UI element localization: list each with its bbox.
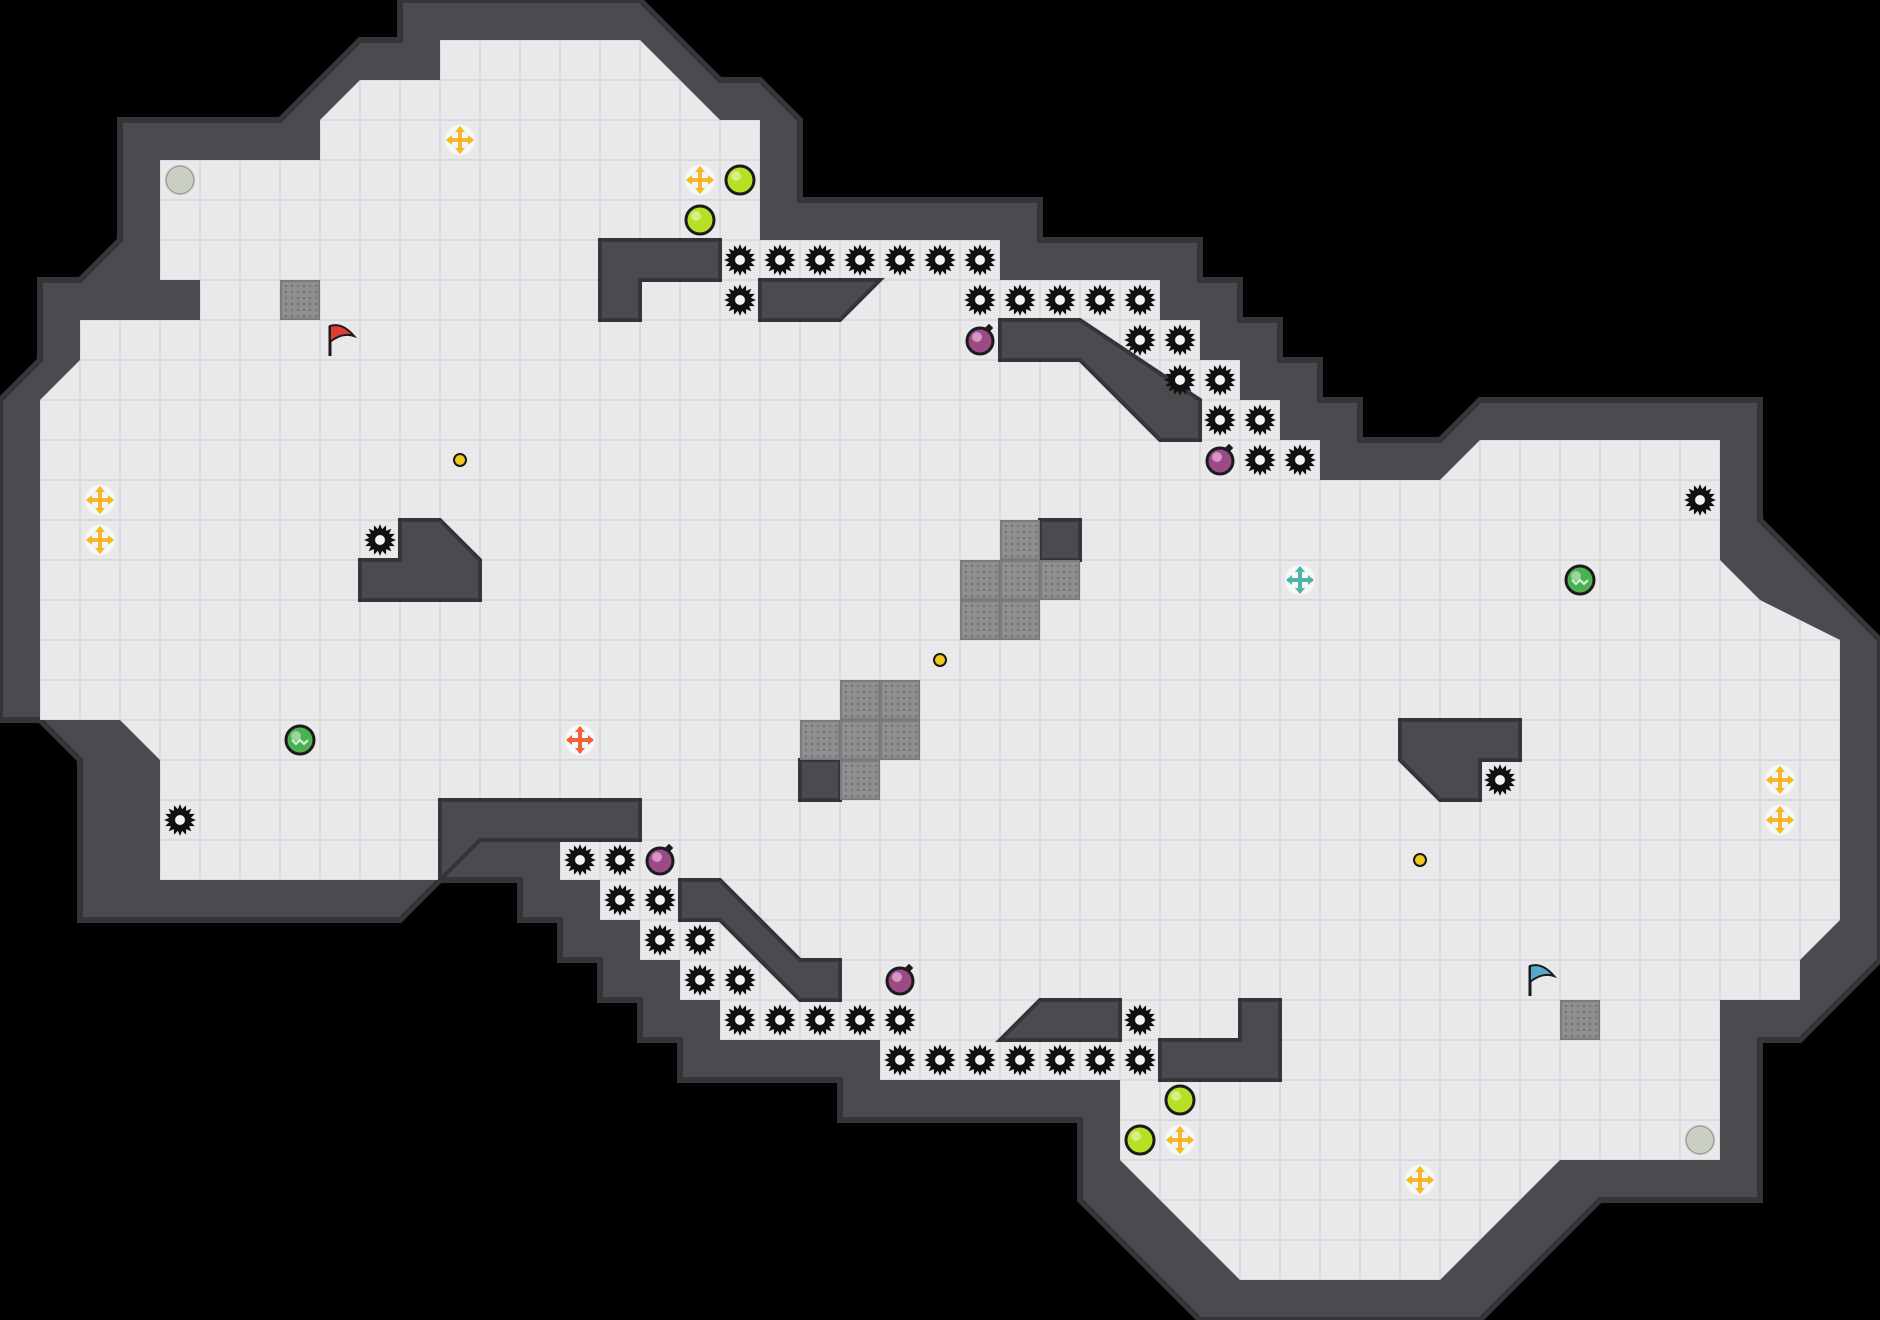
inner-wall-block xyxy=(678,878,842,1002)
blue-flag-icon xyxy=(1528,964,1558,996)
metal-grate-tile xyxy=(1000,600,1040,640)
bomb-icon xyxy=(645,843,675,876)
boost-arrows-icon xyxy=(1165,1125,1195,1155)
metal-grates xyxy=(280,280,1600,1040)
metal-grate-tile xyxy=(1000,520,1040,560)
metal-grate-tile xyxy=(800,720,840,760)
coin-icon xyxy=(933,653,947,667)
metal-grate-tile xyxy=(1560,1000,1600,1040)
metal-grate-tile xyxy=(960,560,1000,600)
inner-wall-block xyxy=(1038,518,1082,562)
boost-arrows-icon xyxy=(1765,805,1795,835)
boost-arrows-icon xyxy=(1285,565,1315,595)
bomb-icon xyxy=(965,323,995,356)
coin-icon xyxy=(453,453,467,467)
inner-wall-block xyxy=(358,518,482,602)
powerup-orb-icon xyxy=(684,204,716,236)
metal-grate-tile xyxy=(840,760,880,800)
red-flag-icon xyxy=(328,324,358,356)
metal-grate-tile xyxy=(840,720,880,760)
inner-wall-block xyxy=(758,278,885,322)
metal-grate-tile xyxy=(960,600,1000,640)
inner-wall-block xyxy=(1158,998,1282,1082)
inner-wall-block xyxy=(995,998,1122,1042)
inner-wall-block xyxy=(1398,718,1522,802)
inner-walls xyxy=(358,238,1522,1082)
spawn-pad-icon xyxy=(165,165,195,195)
boost-arrows-icon xyxy=(85,485,115,515)
bomb-icon xyxy=(1205,443,1235,476)
bomb-icon xyxy=(885,963,915,996)
boost-arrows-icon xyxy=(1765,765,1795,795)
metal-grate-tile xyxy=(1000,560,1040,600)
spawn-pad-icon xyxy=(1685,1125,1715,1155)
coin-icon xyxy=(1413,853,1427,867)
powerup-orb-icon xyxy=(284,724,316,756)
powerup-orb-icon xyxy=(724,164,756,196)
powerup-orb-icon xyxy=(1164,1084,1196,1116)
map-items xyxy=(85,125,1795,1195)
powerup-orb-icon xyxy=(1564,564,1596,596)
spike-tiles xyxy=(164,244,1716,1076)
metal-grate-tile xyxy=(1040,560,1080,600)
boost-arrows-icon xyxy=(445,125,475,155)
inner-wall-block xyxy=(798,758,842,802)
boost-arrows-icon xyxy=(685,165,715,195)
boost-arrows-icon xyxy=(1405,1165,1435,1195)
metal-grate-tile xyxy=(280,280,320,320)
powerup-orb-icon xyxy=(1124,1124,1156,1156)
metal-grate-tile xyxy=(840,680,880,720)
inner-wall-block xyxy=(438,798,642,885)
inner-wall-block xyxy=(598,238,722,322)
boost-arrows-icon xyxy=(85,525,115,555)
boost-arrows-icon xyxy=(565,725,595,755)
inner-wall-block xyxy=(998,318,1202,442)
metal-grate-tile xyxy=(880,720,920,760)
metal-grate-tile xyxy=(880,680,920,720)
